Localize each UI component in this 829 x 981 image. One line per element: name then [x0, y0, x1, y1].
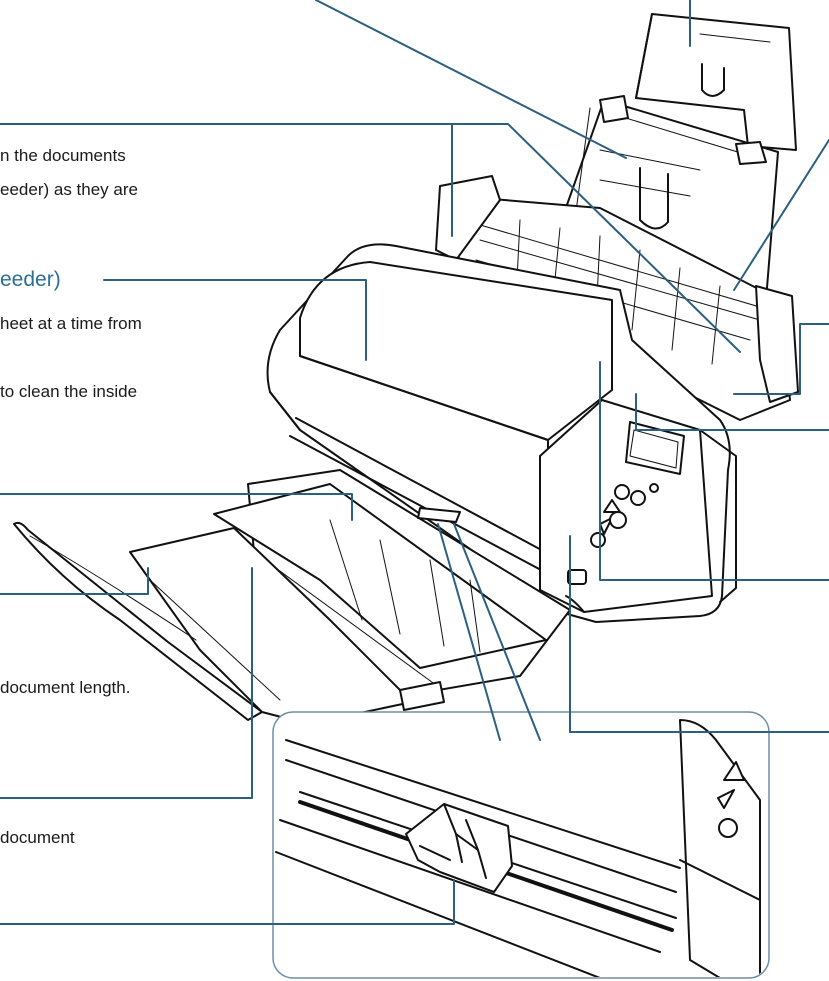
- adf-heading: eeder): [0, 268, 61, 291]
- stopper-description: document: [0, 828, 75, 847]
- paper-chute-description-line-2: eeder) as they are: [0, 180, 138, 199]
- scanner-drawing-icon: [13, 13, 799, 725]
- close-up-inset-frame: [272, 711, 770, 979]
- stacker-description: document length.: [0, 678, 131, 697]
- leader-lines: [0, 0, 829, 925]
- adf-description-line-2: to clean the inside: [0, 382, 138, 401]
- paper-chute-description-line-1: n the documents: [0, 146, 126, 165]
- adf-description-line-1: heet at a time from: [0, 314, 142, 333]
- close-up-inset-icon: [275, 719, 761, 977]
